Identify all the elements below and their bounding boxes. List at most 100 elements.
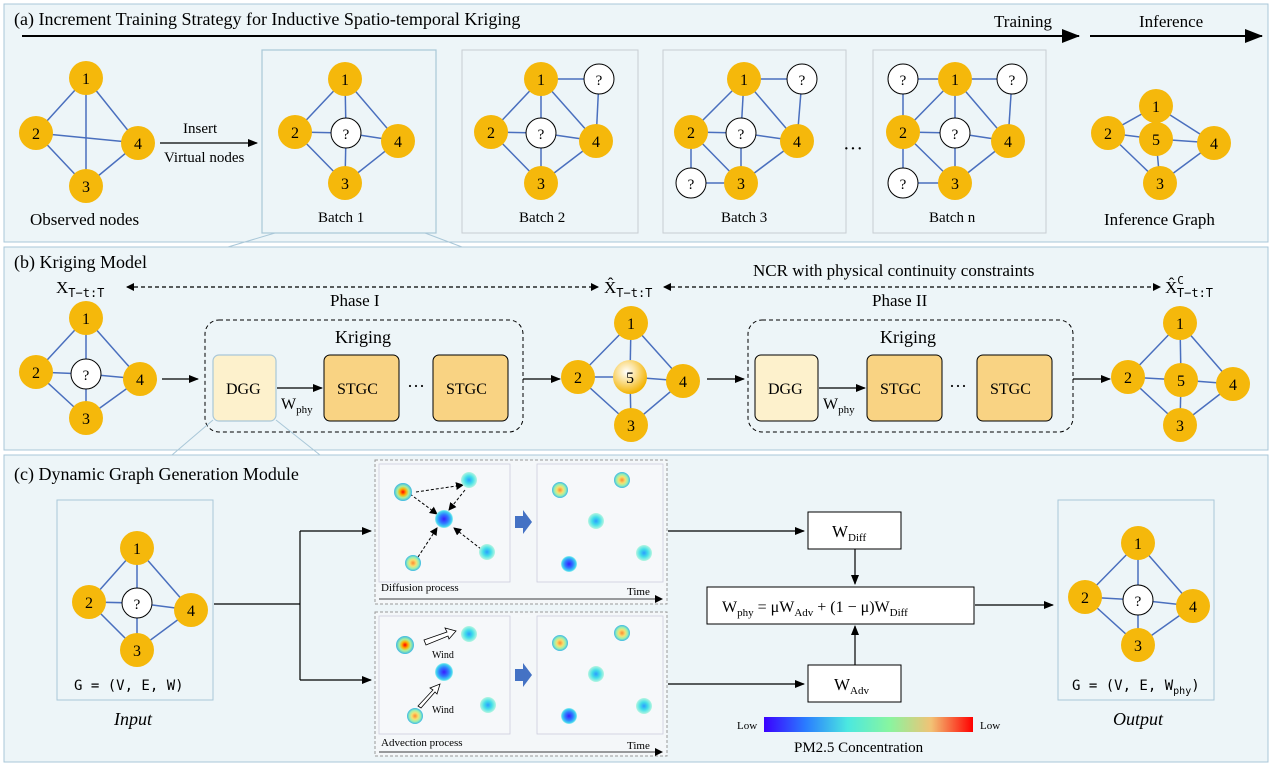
input-virtual-node [121, 587, 153, 619]
kriging-box-1 [204, 319, 524, 433]
stgc-ellipsis-2: ··· [949, 376, 967, 396]
batchn-node-label: 2 [899, 125, 907, 142]
batch1-node [328, 62, 362, 96]
w-adv-label: WAdv [834, 675, 869, 697]
batch3-virtual-node [786, 63, 818, 95]
training-label: Training [994, 12, 1052, 31]
phase2-output-node-label: 4 [1229, 377, 1237, 394]
batch3-virtual-node [725, 117, 757, 149]
phase1-output-node [561, 360, 595, 394]
w-adv-box [807, 664, 902, 703]
inference-node [1139, 89, 1173, 123]
phase1-output-node [613, 360, 647, 394]
phase1-output-node [614, 408, 648, 442]
output-node [1068, 580, 1102, 614]
phase1-output-node-label: 2 [574, 370, 582, 387]
section-c-title: (c) Dynamic Graph Generation Module [14, 464, 299, 485]
batch3-node-label: 4 [793, 134, 801, 151]
pm-dot-orange [405, 555, 421, 571]
pm-dot-cyan [636, 545, 652, 561]
wind-label-1: Wind [432, 650, 454, 661]
batch3-virtual-label: ? [688, 177, 695, 193]
input-caption: Input [113, 709, 153, 729]
equation-box [706, 586, 975, 625]
output-virtual-node [1122, 584, 1154, 616]
inference-node [1139, 122, 1173, 156]
dgg-block-2 [754, 354, 819, 422]
inference-node-label: 4 [1210, 136, 1218, 153]
insert-label: Insert [183, 121, 218, 137]
colorbar-low-left: Low [737, 720, 757, 732]
kriging-input-node [69, 401, 103, 435]
batch2-virtual-label: ? [538, 127, 545, 143]
inference-caption: Inference Graph [1104, 210, 1215, 229]
input-node [120, 633, 154, 667]
batchn-virtual-label: ? [900, 177, 907, 193]
w-diff-label: WDiff [832, 522, 867, 544]
batch3-node-label: 1 [740, 72, 748, 89]
batch2-node [579, 124, 613, 158]
phase1-output-node-label: 5 [626, 370, 634, 387]
zoom-line-c-left [171, 419, 214, 456]
phase-1-label: Phase I [330, 291, 380, 310]
observed-edge [35, 132, 139, 144]
kriging-label-1: Kriging [335, 327, 391, 347]
batchn-virtual-label: ? [952, 127, 959, 143]
inference-node-label: 2 [1104, 126, 1112, 143]
batch-ellipsis: ··· [843, 138, 863, 160]
phase1-output-node-label: 1 [627, 316, 635, 333]
phase2-output-node-label: 5 [1177, 373, 1185, 390]
advection-block-arrow [515, 663, 532, 687]
batchn-virtual-node [996, 63, 1028, 95]
batchn-virtual-node [887, 167, 919, 199]
batch-n-caption: Batch n [929, 210, 976, 226]
pm-dot-blue [561, 556, 577, 572]
colorbar-low-right: Low [980, 720, 1000, 732]
batch2-virtual-node [583, 63, 615, 95]
phase1-output-node [666, 364, 700, 398]
batch3-node [674, 115, 708, 149]
pm-dot-orange [614, 625, 630, 641]
observed-node [19, 116, 53, 150]
input-node-label: 3 [133, 643, 141, 660]
output-node-label: 2 [1081, 590, 1089, 607]
batch2-node-label: 2 [487, 125, 495, 142]
stgc-block-1b [432, 354, 509, 422]
batch3-virtual-label: ? [799, 73, 806, 89]
wind-arrow-2 [417, 683, 441, 709]
stgc-block-1a [323, 354, 400, 422]
advection-label: Advection process [381, 737, 463, 749]
stgc-label-2b: STGC [990, 381, 1031, 398]
ncr-label: NCR with physical continuity constraints [753, 261, 1034, 280]
batch2-node-label: 1 [537, 72, 545, 89]
diffusion-time-label: Time [627, 586, 650, 598]
phase2-output-node-label: 3 [1176, 418, 1184, 435]
phase2-output-node [1111, 360, 1145, 394]
kriging-input-virtual-label: ? [83, 368, 90, 384]
inference-node-label: 5 [1152, 132, 1160, 149]
kriging-input-node [69, 301, 103, 335]
stgc-label-1b: STGC [446, 381, 487, 398]
batch2-node [474, 115, 508, 149]
batch3-node [780, 124, 814, 158]
batch2-virtual-node [525, 117, 557, 149]
batch3-node-label: 2 [687, 125, 695, 142]
phase2-output-node [1163, 306, 1197, 340]
colorbar-caption: PM2.5 Concentration [794, 740, 924, 756]
input-formula: G = (V, E, W) [74, 678, 184, 694]
ncr-label-bg [748, 259, 1073, 281]
kriging-input-node [19, 355, 53, 389]
batch2-virtual-label: ? [596, 73, 603, 89]
pm-dot-cyan [636, 698, 652, 714]
batch-3-caption: Batch 3 [721, 210, 767, 226]
wind-arrow-1 [423, 627, 457, 646]
pm-dot-red [396, 636, 414, 654]
section-a-title: (a) Increment Training Strategy for Indu… [14, 9, 520, 30]
equation-text: Wphy = μWAdv + (1 − μ)WDiff [722, 599, 908, 619]
phase2-output-node [1163, 408, 1197, 442]
batch3-node [727, 62, 761, 96]
batchn-node-label: 4 [1004, 134, 1012, 151]
batch2-node [524, 62, 558, 96]
x-input-label: XT−t:T [56, 278, 104, 300]
batch1-virtual-node [330, 117, 362, 149]
